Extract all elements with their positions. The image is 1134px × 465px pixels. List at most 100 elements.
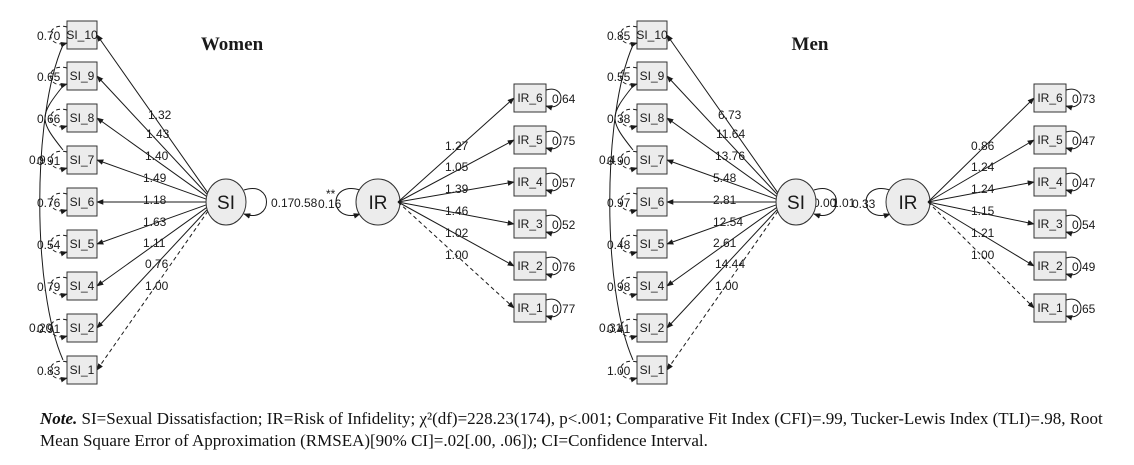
si-indicator-label: SI_7 bbox=[70, 153, 95, 167]
si-residual-loop bbox=[50, 318, 68, 341]
ir-indicator-box bbox=[1033, 251, 1067, 281]
significance-label: ** bbox=[326, 187, 336, 201]
ir-residual-loop bbox=[545, 172, 562, 195]
si-indicator-box bbox=[636, 20, 668, 50]
si-indicator-box bbox=[66, 20, 98, 50]
si-indicator-label: SI_2 bbox=[70, 321, 95, 335]
si-loading-path bbox=[666, 75, 783, 200]
si-residual-loop bbox=[50, 25, 68, 48]
si-loading-label: 2.81 bbox=[713, 193, 737, 207]
si-indicator-box bbox=[66, 187, 98, 217]
si-indicator-box bbox=[636, 313, 668, 343]
si-indicator-label: SI_6 bbox=[70, 195, 95, 209]
ir-loading-path bbox=[397, 201, 515, 309]
ir-latent-label: IR bbox=[899, 193, 918, 214]
si-loading-label: 1.18 bbox=[143, 193, 167, 207]
si-indicator-box bbox=[636, 271, 668, 301]
si-residual-loop bbox=[620, 108, 638, 131]
si-loading-path bbox=[96, 204, 213, 329]
si-latent-label: SI bbox=[217, 193, 235, 214]
si-residual-label: 0.38 bbox=[607, 112, 631, 126]
si-loading-path bbox=[666, 202, 783, 245]
si-indicator-label: SI_2 bbox=[640, 321, 665, 335]
ir-indicator-label: IR_5 bbox=[517, 133, 543, 147]
si-latent-ellipse bbox=[205, 178, 247, 226]
covariance-label: 0.31 bbox=[599, 321, 623, 335]
ir-indicator-label: IR_3 bbox=[1037, 217, 1063, 231]
si-residual-loop bbox=[50, 108, 68, 131]
si-variance-loop bbox=[243, 188, 267, 219]
si-loading-path bbox=[96, 117, 213, 201]
ir-loading-path bbox=[927, 139, 1035, 203]
si-indicator-box bbox=[66, 229, 98, 259]
si-loading-label: 13.76 bbox=[715, 149, 745, 163]
si-indicator-label: SI_1 bbox=[70, 363, 95, 377]
ir-residual-loop bbox=[1065, 256, 1082, 279]
note-label: Note. bbox=[40, 409, 78, 428]
ir-loading-label: 0.86 bbox=[971, 139, 995, 153]
ir-residual-label: 0.57 bbox=[552, 176, 576, 190]
si-loading-label: 1.11 bbox=[143, 236, 166, 250]
panel-men: Men0.001.010.33SI_100.856.73SI_90.5511.6… bbox=[599, 20, 1096, 385]
si-indicator-box bbox=[66, 145, 98, 175]
ir-loading-path bbox=[397, 201, 515, 226]
si-latent-ellipse bbox=[775, 178, 817, 226]
ir-residual-label: 0.64 bbox=[552, 92, 576, 106]
ir-residual-loop bbox=[1065, 298, 1082, 321]
ir-residual-label: 0.65 bbox=[1072, 302, 1096, 316]
si-residual-label: 0.55 bbox=[607, 70, 631, 84]
ir-variance-label: 0.33 bbox=[852, 197, 876, 211]
si-indicator-box bbox=[66, 103, 98, 133]
si-residual-loop bbox=[50, 360, 68, 383]
ir-indicator-box bbox=[513, 293, 547, 323]
ir-variance-loop bbox=[335, 188, 361, 219]
si-loading-path bbox=[666, 203, 783, 287]
ir-loading-label: 1.24 bbox=[971, 160, 995, 174]
covariance-label: 0.4 bbox=[599, 153, 616, 167]
ir-loading-label: 1.15 bbox=[971, 204, 995, 218]
si-residual-loop bbox=[620, 150, 638, 173]
si-loading-label: 1.49 bbox=[143, 171, 167, 185]
si-indicator-label: SI_4 bbox=[70, 279, 95, 293]
si-residual-label: 0.83 bbox=[37, 364, 61, 378]
ir-indicator-label: IR_2 bbox=[1037, 259, 1063, 273]
si-loading-label: 14.44 bbox=[715, 257, 745, 271]
ir-residual-label: 0.47 bbox=[1072, 134, 1096, 148]
panel-title: Men bbox=[792, 34, 829, 55]
si-residual-loop bbox=[50, 150, 68, 173]
si-residual-label: 0.65 bbox=[37, 70, 61, 84]
ir-loading-path bbox=[927, 201, 1035, 226]
si-loading-label: 11.64 bbox=[716, 127, 745, 141]
si-loading-label: 1.40 bbox=[145, 149, 169, 163]
si-variance-loop bbox=[813, 188, 837, 219]
ir-residual-loop bbox=[1065, 130, 1082, 153]
ir-residual-label: 0.75 bbox=[552, 134, 576, 148]
si-indicator-box bbox=[66, 355, 98, 385]
si-variance-label: 0.17 bbox=[271, 196, 295, 210]
ir-indicator-label: IR_6 bbox=[517, 91, 543, 105]
si-indicator-label: SI_8 bbox=[70, 111, 95, 125]
ir-residual-loop bbox=[1065, 172, 1082, 195]
panel-title: Women bbox=[201, 34, 264, 55]
si-residual-loop bbox=[620, 234, 638, 257]
si-indicator-label: SI_9 bbox=[70, 69, 95, 83]
ir-latent-label: IR bbox=[369, 193, 388, 214]
ir-indicator-box bbox=[513, 167, 547, 197]
si-loading-path bbox=[666, 117, 783, 201]
ir-indicator-box bbox=[513, 209, 547, 239]
si-loading-path bbox=[666, 205, 783, 371]
si-indicator-box bbox=[66, 61, 98, 91]
ir-indicator-box bbox=[513, 251, 547, 281]
ir-loading-label: 1.21 bbox=[971, 226, 995, 240]
si-loading-path bbox=[96, 159, 213, 202]
ir-indicator-box bbox=[1033, 83, 1067, 113]
ir-loading-path bbox=[397, 180, 515, 203]
ir-residual-loop bbox=[545, 130, 562, 153]
ir-indicator-box bbox=[1033, 293, 1067, 323]
ir-variance-loop bbox=[865, 188, 891, 219]
si-loading-path bbox=[96, 202, 213, 245]
path-coefficient-label: 1.01 bbox=[832, 196, 856, 210]
si-loading-label: 6.73 bbox=[718, 108, 742, 122]
ir-residual-loop bbox=[545, 298, 562, 321]
si-residual-label: 0.85 bbox=[607, 29, 631, 43]
